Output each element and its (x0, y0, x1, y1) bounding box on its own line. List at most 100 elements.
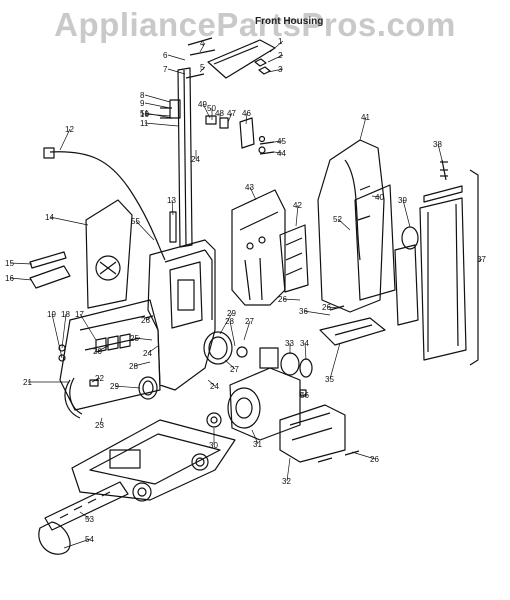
leader-line (199, 66, 206, 73)
part-number-label: 32 (282, 477, 291, 486)
leader-line (402, 199, 411, 228)
leader-line (79, 511, 91, 520)
part-number-label: 22 (95, 374, 104, 383)
leader-line (224, 359, 236, 370)
leader-line (245, 112, 248, 125)
leader-line (9, 262, 33, 265)
filter-part (29, 251, 67, 269)
leader-line (144, 112, 173, 119)
part-number-label: 36 (299, 307, 308, 316)
part-number-label: 44 (277, 149, 286, 158)
leader-line (477, 258, 483, 263)
part-number-label: 19 (47, 310, 56, 319)
dust-bag-part (419, 197, 467, 361)
belt-part (38, 521, 71, 555)
part-number-label: 5 (200, 63, 205, 72)
leader-line (9, 277, 33, 281)
leader-line (371, 195, 381, 198)
leader-line (144, 94, 171, 103)
leader-line (351, 451, 376, 460)
part-number-label: 42 (293, 201, 302, 210)
section-title: Front Housing (255, 16, 324, 27)
leader-line (304, 342, 307, 361)
leader-line (295, 204, 299, 227)
part-number-label: 16 (5, 274, 14, 283)
part-number-label: 28 (225, 317, 234, 326)
leader-line (114, 385, 141, 389)
part-number-label: 34 (300, 339, 309, 348)
handle-grip-part (207, 39, 276, 79)
part-number-label: 14 (45, 213, 54, 222)
brush-roll-part (44, 481, 129, 531)
part-number-label: 51 (140, 109, 149, 118)
part-number-label: 26 (278, 295, 287, 304)
leader-line (134, 337, 153, 341)
base-body-part (59, 299, 161, 411)
leader-line (51, 313, 63, 359)
part-number-label: 20 (93, 347, 102, 356)
leader-line (243, 320, 251, 341)
part-number-label: 1 (278, 37, 283, 46)
leader-line (273, 140, 283, 143)
part-number-label: 29 (227, 309, 236, 318)
motor-housing-part (147, 239, 216, 391)
leader-line (227, 112, 233, 123)
leader-line (282, 298, 301, 301)
part-number-label: 41 (361, 113, 370, 122)
leader-line (267, 68, 284, 73)
part-number-label: 26 (322, 303, 331, 312)
part-number-label: 3 (278, 65, 283, 74)
rear-housing-part (231, 189, 286, 306)
leader-line (135, 220, 155, 241)
part-number-label: 10 (140, 110, 149, 119)
part-number-label: 18 (61, 310, 70, 319)
leader-line (199, 42, 206, 53)
leader-line (329, 342, 341, 380)
leader-line (202, 103, 211, 119)
leader-line (326, 306, 341, 309)
nozzle-base-part (71, 419, 236, 501)
part-number-label: 11 (140, 119, 149, 128)
leader-line (251, 429, 259, 445)
leader-line (229, 320, 236, 347)
rear-panel-part (85, 199, 133, 309)
part-number-label: 46 (242, 109, 251, 118)
part-number-label: 55 (131, 217, 140, 226)
leader-line (59, 128, 71, 151)
leader-line (171, 199, 174, 216)
part-number-label: 35 (325, 375, 334, 384)
part-number-label: 47 (227, 109, 236, 118)
leader-line (167, 68, 186, 75)
part-number-label: 24 (210, 382, 219, 391)
part-number-label: 48 (215, 109, 224, 118)
leader-line (97, 345, 109, 352)
part-number-label: 15 (5, 259, 14, 268)
part-number-label: 33 (285, 339, 294, 348)
part-number-label: 27 (230, 365, 239, 374)
part-number-label: 43 (245, 183, 254, 192)
leader-line (267, 54, 284, 63)
leader-line (273, 151, 283, 154)
bag-housing-part (317, 139, 385, 313)
leader-line (91, 377, 101, 383)
part-number-label: 56 (300, 391, 309, 400)
leader-line (249, 186, 257, 201)
part-number-label: 39 (398, 196, 407, 205)
part-number-label: 52 (333, 215, 342, 224)
leader-line (219, 312, 233, 335)
part-number-label: 53 (85, 515, 94, 524)
part-number-label: 13 (167, 196, 176, 205)
fan-housing-part (229, 367, 301, 441)
part-number-label: 26 (141, 316, 150, 325)
part-number-label: 21 (23, 378, 32, 387)
part-number-label: 17 (75, 310, 84, 319)
part-number-label: 8 (140, 91, 145, 100)
power-cord-part (49, 151, 166, 261)
part-number-label: 38 (433, 140, 442, 149)
part-number-label: 50 (207, 104, 216, 113)
part-number-label: 12 (65, 125, 74, 134)
leader-line (301, 392, 306, 396)
leader-line (359, 116, 367, 141)
leader-line (49, 216, 89, 226)
